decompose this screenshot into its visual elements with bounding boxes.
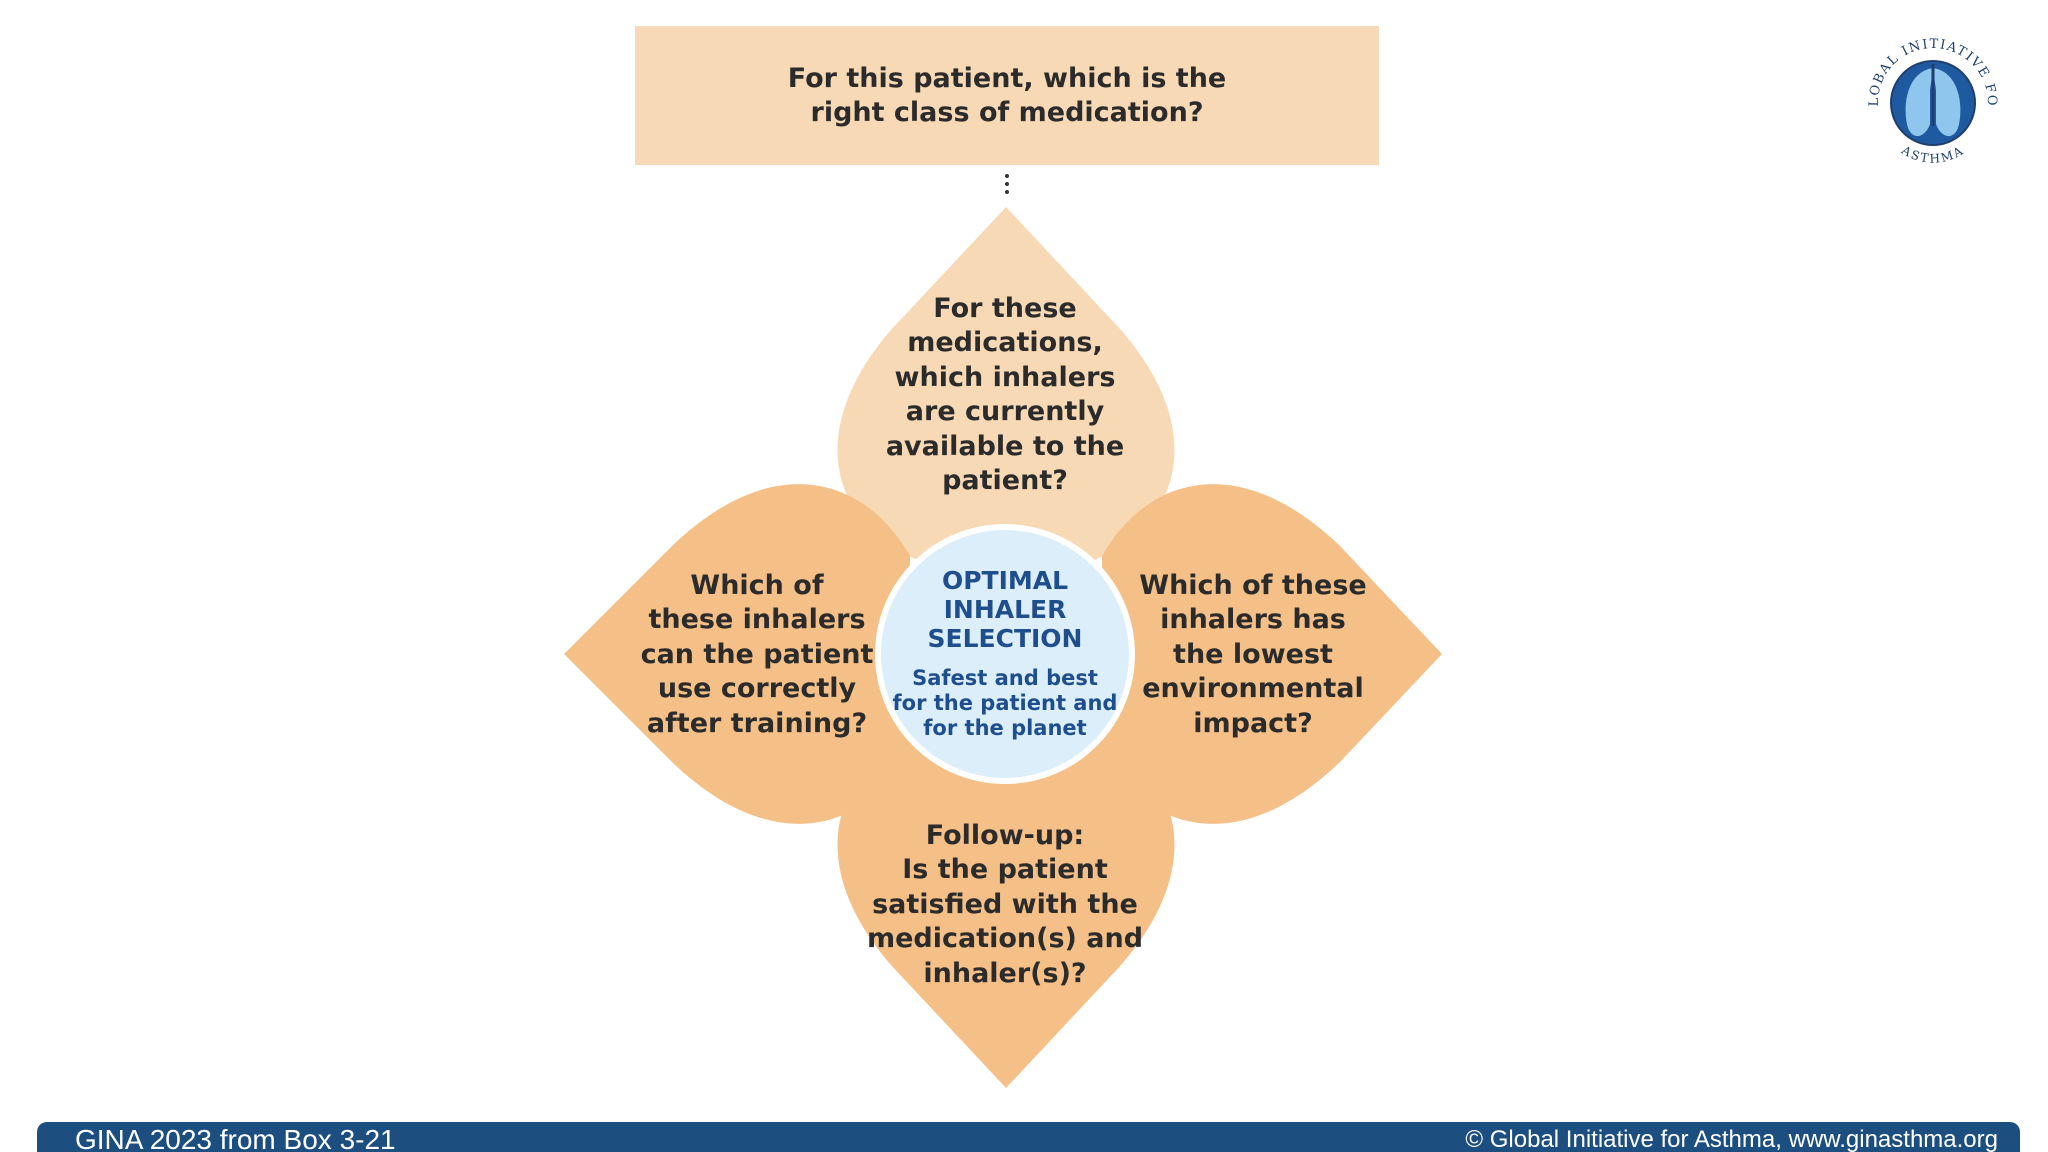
center-circle [875,524,1135,784]
petal-top-text: For these medications, which inhalers ar… [885,292,1125,497]
lung-left-icon [1905,68,1933,137]
petal-right [1102,484,1442,824]
question-box: For this patient, which is the right cla… [635,26,1379,165]
center-subtitle: Safest and best for the patient and for … [892,666,1118,740]
question-text: For this patient, which is the right cla… [787,62,1227,128]
petal-left-text: Which of these inhalers can the patient … [640,569,874,739]
footer-copyright: © Global Initiative for Asthma, www.gina… [1465,1126,1998,1152]
petal-bottom-text: Follow-up: Is the patient satisfied with… [866,819,1144,989]
dotted-connector [1004,174,1010,198]
petal-bottom [837,733,1175,1088]
footer-bar: GINA 2023 from Box 3-21 © Global Initiat… [37,1122,2020,1152]
petal-right-text: Which of these inhalers has the lowest e… [1139,569,1367,739]
footer-source: GINA 2023 from Box 3-21 [75,1124,396,1152]
petal-top [837,207,1175,562]
lung-right-icon [1933,68,1961,137]
center-title: OPTIMAL INHALER SELECTION [927,566,1083,653]
gina-logo: GLOBAL INITIATIVE FOR ASTHMA [1858,28,1998,166]
petal-left [564,484,910,824]
